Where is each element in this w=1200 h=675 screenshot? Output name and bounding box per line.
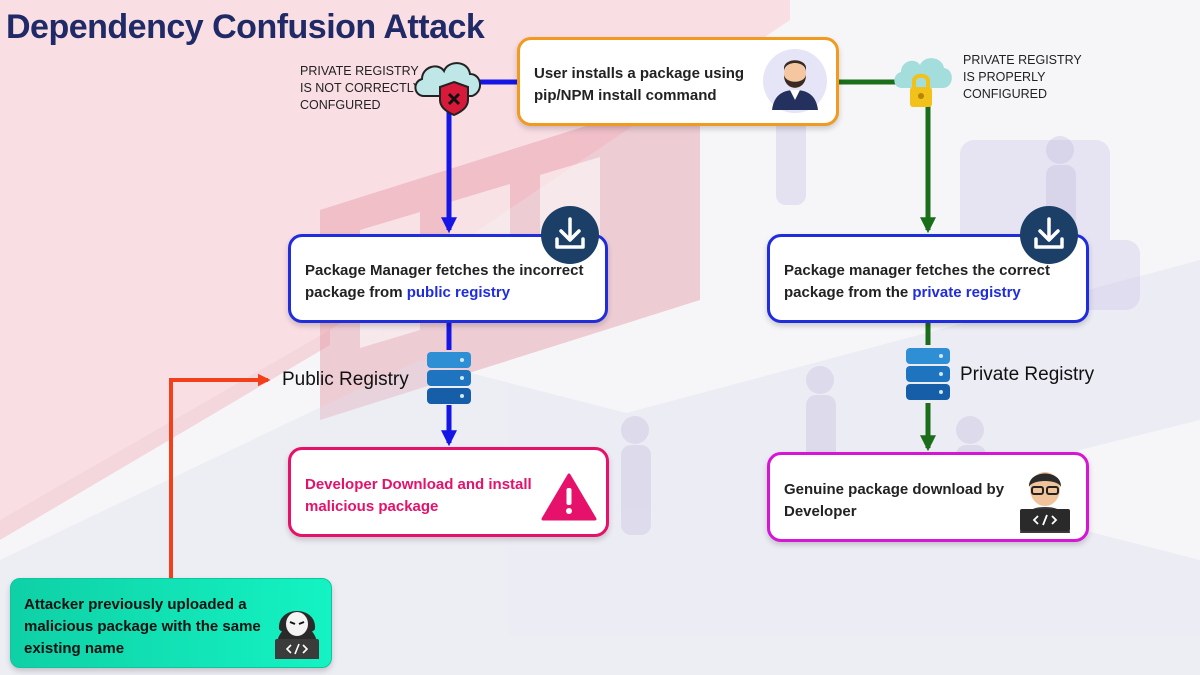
private-registry-highlight: private registry [912, 284, 1021, 301]
database-icon [906, 348, 950, 400]
malicious-download-text: Developer Download and install malicious… [305, 476, 532, 515]
hacker-icon [275, 611, 319, 659]
user-install-step: User installs a package using pip/NPM in… [517, 37, 839, 126]
user-avatar-icon [763, 49, 827, 113]
genuine-download-step: Genuine package download by Developer [767, 452, 1089, 542]
note-insecure-registry: PRIVATE REGISTRY IS NOT CORRECTLY CONFGU… [300, 64, 422, 112]
public-fetch-text: Package Manager fetches the incorrect pa… [305, 262, 584, 301]
arrow-attacker-to-public-registry [169, 373, 271, 578]
genuine-download-text: Genuine package download by Developer [784, 481, 1005, 520]
user-install-text: User installs a package using pip/NPM in… [534, 65, 745, 104]
attacker-upload-text: Attacker previously uploaded a malicious… [24, 596, 261, 657]
developer-icon [1020, 472, 1070, 533]
database-icon [427, 352, 471, 404]
private-fetch-text: Package manager fetches the correct pack… [784, 262, 1050, 301]
note-secure-registry: PRIVATE REGISTRY IS PROPERLY CONFIGURED [963, 53, 1082, 101]
cloud-lock-icon [894, 58, 952, 107]
private-registry-label: Private Registry [960, 364, 1095, 385]
attacker-upload-step: Attacker previously uploaded a malicious… [10, 578, 332, 668]
download-icon [541, 206, 599, 264]
public-registry-label: Public Registry [282, 369, 409, 390]
cloud-shield-x-icon [414, 62, 481, 116]
malicious-download-step: Developer Download and install malicious… [288, 447, 609, 537]
public-registry-highlight: public registry [406, 284, 511, 301]
page-title: Dependency Confusion Attack [6, 8, 485, 46]
download-icon [1020, 206, 1078, 264]
warning-triangle-icon [541, 473, 597, 521]
